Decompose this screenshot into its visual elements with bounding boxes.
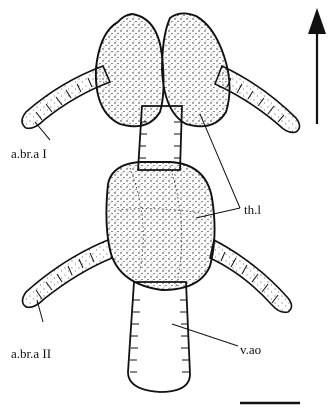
orientation-arrow-icon	[308, 8, 326, 124]
lower-lobe	[106, 162, 214, 290]
label-abra2: a.br.a II	[11, 346, 51, 361]
lower-left-branchial-artery	[23, 240, 113, 307]
label-abra1: a.br.a I	[11, 146, 47, 161]
upper-left-lobe	[96, 14, 164, 126]
label-vao: v.ao	[240, 342, 261, 357]
upper-right-lobe	[162, 13, 230, 126]
ventral-aorta	[128, 282, 190, 392]
label-thl: th.l	[244, 202, 261, 217]
leader-abra1	[35, 122, 50, 140]
lower-right-branchial-artery	[210, 240, 292, 312]
